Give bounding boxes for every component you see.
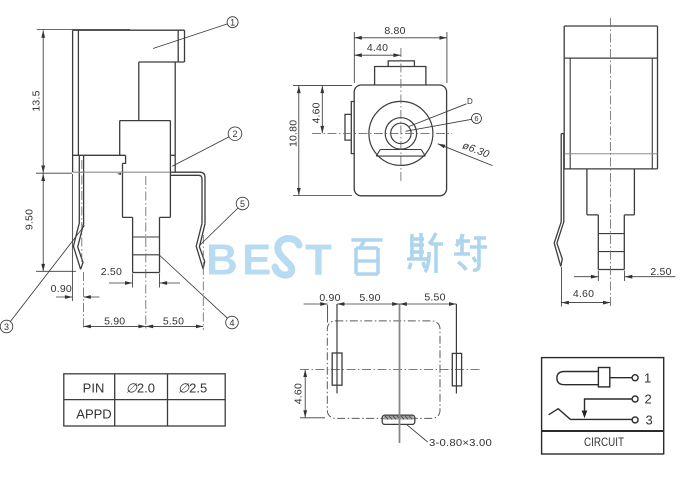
svg-text:5.90: 5.90 <box>359 292 380 304</box>
svg-text:∅2.5: ∅2.5 <box>178 380 207 395</box>
svg-text:4.60: 4.60 <box>573 288 594 300</box>
svg-text:CIRCUIT: CIRCUIT <box>584 437 624 449</box>
svg-text:2.50: 2.50 <box>101 266 122 278</box>
svg-text:6: 6 <box>474 114 478 123</box>
svg-text:B: B <box>206 236 238 285</box>
svg-text:5.50: 5.50 <box>424 292 445 304</box>
svg-text:APPD: APPD <box>76 406 111 421</box>
svg-text:0.90: 0.90 <box>51 283 72 295</box>
svg-text:D: D <box>467 97 473 106</box>
svg-text:∅2.0: ∅2.0 <box>126 380 155 395</box>
svg-text:3: 3 <box>646 412 653 427</box>
svg-text:3: 3 <box>4 322 9 332</box>
svg-text:2: 2 <box>645 392 652 407</box>
svg-text:10.80: 10.80 <box>288 120 300 147</box>
svg-text:8.80: 8.80 <box>384 25 405 37</box>
svg-text:9.50: 9.50 <box>23 209 35 230</box>
svg-text:13.5: 13.5 <box>30 90 42 111</box>
svg-text:4.60: 4.60 <box>292 383 304 404</box>
svg-text:PIN: PIN <box>83 380 105 395</box>
svg-text:5.90: 5.90 <box>104 316 125 328</box>
svg-text:1: 1 <box>644 370 651 385</box>
svg-text:E: E <box>242 236 271 285</box>
svg-text:4.40: 4.40 <box>367 42 388 54</box>
svg-text:3-0.80×3.00: 3-0.80×3.00 <box>429 437 492 449</box>
svg-text:0.90: 0.90 <box>319 292 340 304</box>
svg-text:2.50: 2.50 <box>650 266 671 278</box>
svg-text:1: 1 <box>230 17 235 27</box>
svg-text:T: T <box>305 236 332 285</box>
svg-text:5: 5 <box>240 199 245 209</box>
svg-text:4: 4 <box>229 318 234 328</box>
svg-text:4.60: 4.60 <box>310 102 322 123</box>
svg-text:5.50: 5.50 <box>163 316 184 328</box>
svg-text:2: 2 <box>232 129 237 139</box>
